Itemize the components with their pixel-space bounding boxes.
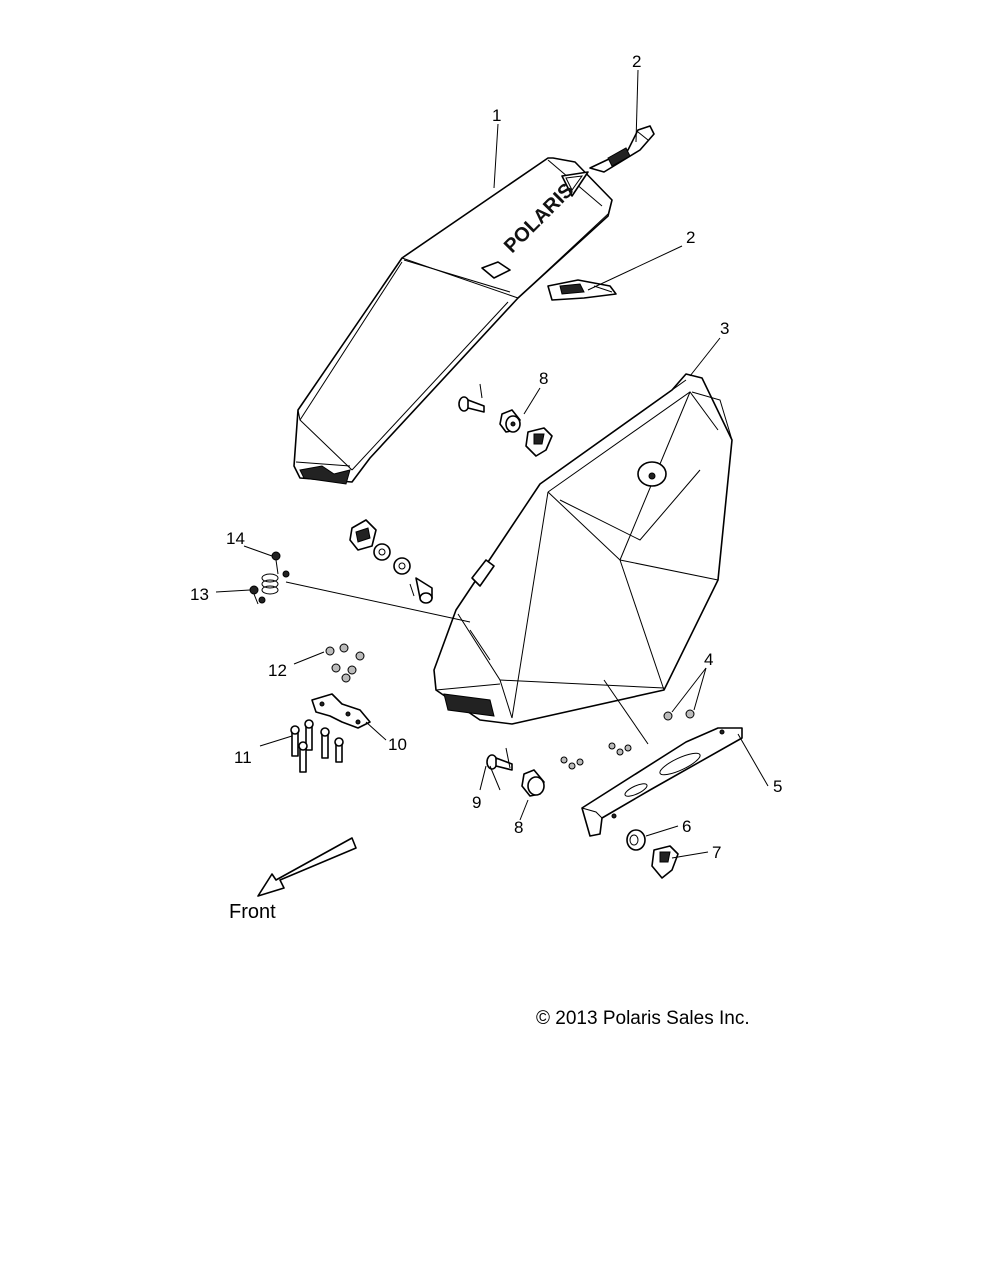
clip-upper <box>525 427 553 457</box>
callout-1: 1 <box>492 106 501 125</box>
seat-part-1: POLARIS <box>293 157 613 485</box>
callout-14: 14 <box>226 529 245 548</box>
spacer-part-6 <box>626 829 646 851</box>
spring-part-14 <box>258 551 290 604</box>
nuts-part-12 <box>325 643 365 683</box>
screws-part-4 <box>560 709 695 770</box>
latch-part-2-lower <box>547 279 617 301</box>
clip-part-7 <box>651 845 679 879</box>
callout-11: 11 <box>234 748 252 767</box>
bolt-upper <box>458 383 485 413</box>
front-label: Front <box>229 901 276 923</box>
callout-8-upper: 8 <box>539 369 548 388</box>
hinge-assembly <box>349 519 433 604</box>
leader-lines <box>215 69 769 859</box>
screw-part-13 <box>249 585 259 605</box>
callout-13: 13 <box>190 585 209 604</box>
callout-4: 4 <box>704 650 713 669</box>
callout-9: 9 <box>472 793 481 812</box>
callout-10: 10 <box>388 735 407 754</box>
bracket-part-5 <box>581 727 743 837</box>
callout-2-lower: 2 <box>686 228 695 247</box>
callout-12: 12 <box>268 661 287 680</box>
bolt-part-9 <box>486 747 513 771</box>
seat-base-part-3 <box>433 373 733 725</box>
copyright-text: © 2013 Polaris Sales Inc. <box>536 1008 750 1029</box>
hinge-plate-part-10 <box>311 693 371 729</box>
callout-2-upper: 2 <box>632 52 641 71</box>
spacer-part-8-upper <box>499 409 521 433</box>
callout-3: 3 <box>720 319 729 338</box>
latch-part-2-upper <box>589 125 655 173</box>
front-arrow <box>257 837 357 897</box>
callout-6: 6 <box>682 817 691 836</box>
spacer-part-8-lower <box>521 769 545 797</box>
bolts-part-11 <box>290 719 344 773</box>
callout-8-lower: 8 <box>514 818 523 837</box>
callout-5: 5 <box>773 777 782 796</box>
callout-7: 7 <box>712 843 721 862</box>
